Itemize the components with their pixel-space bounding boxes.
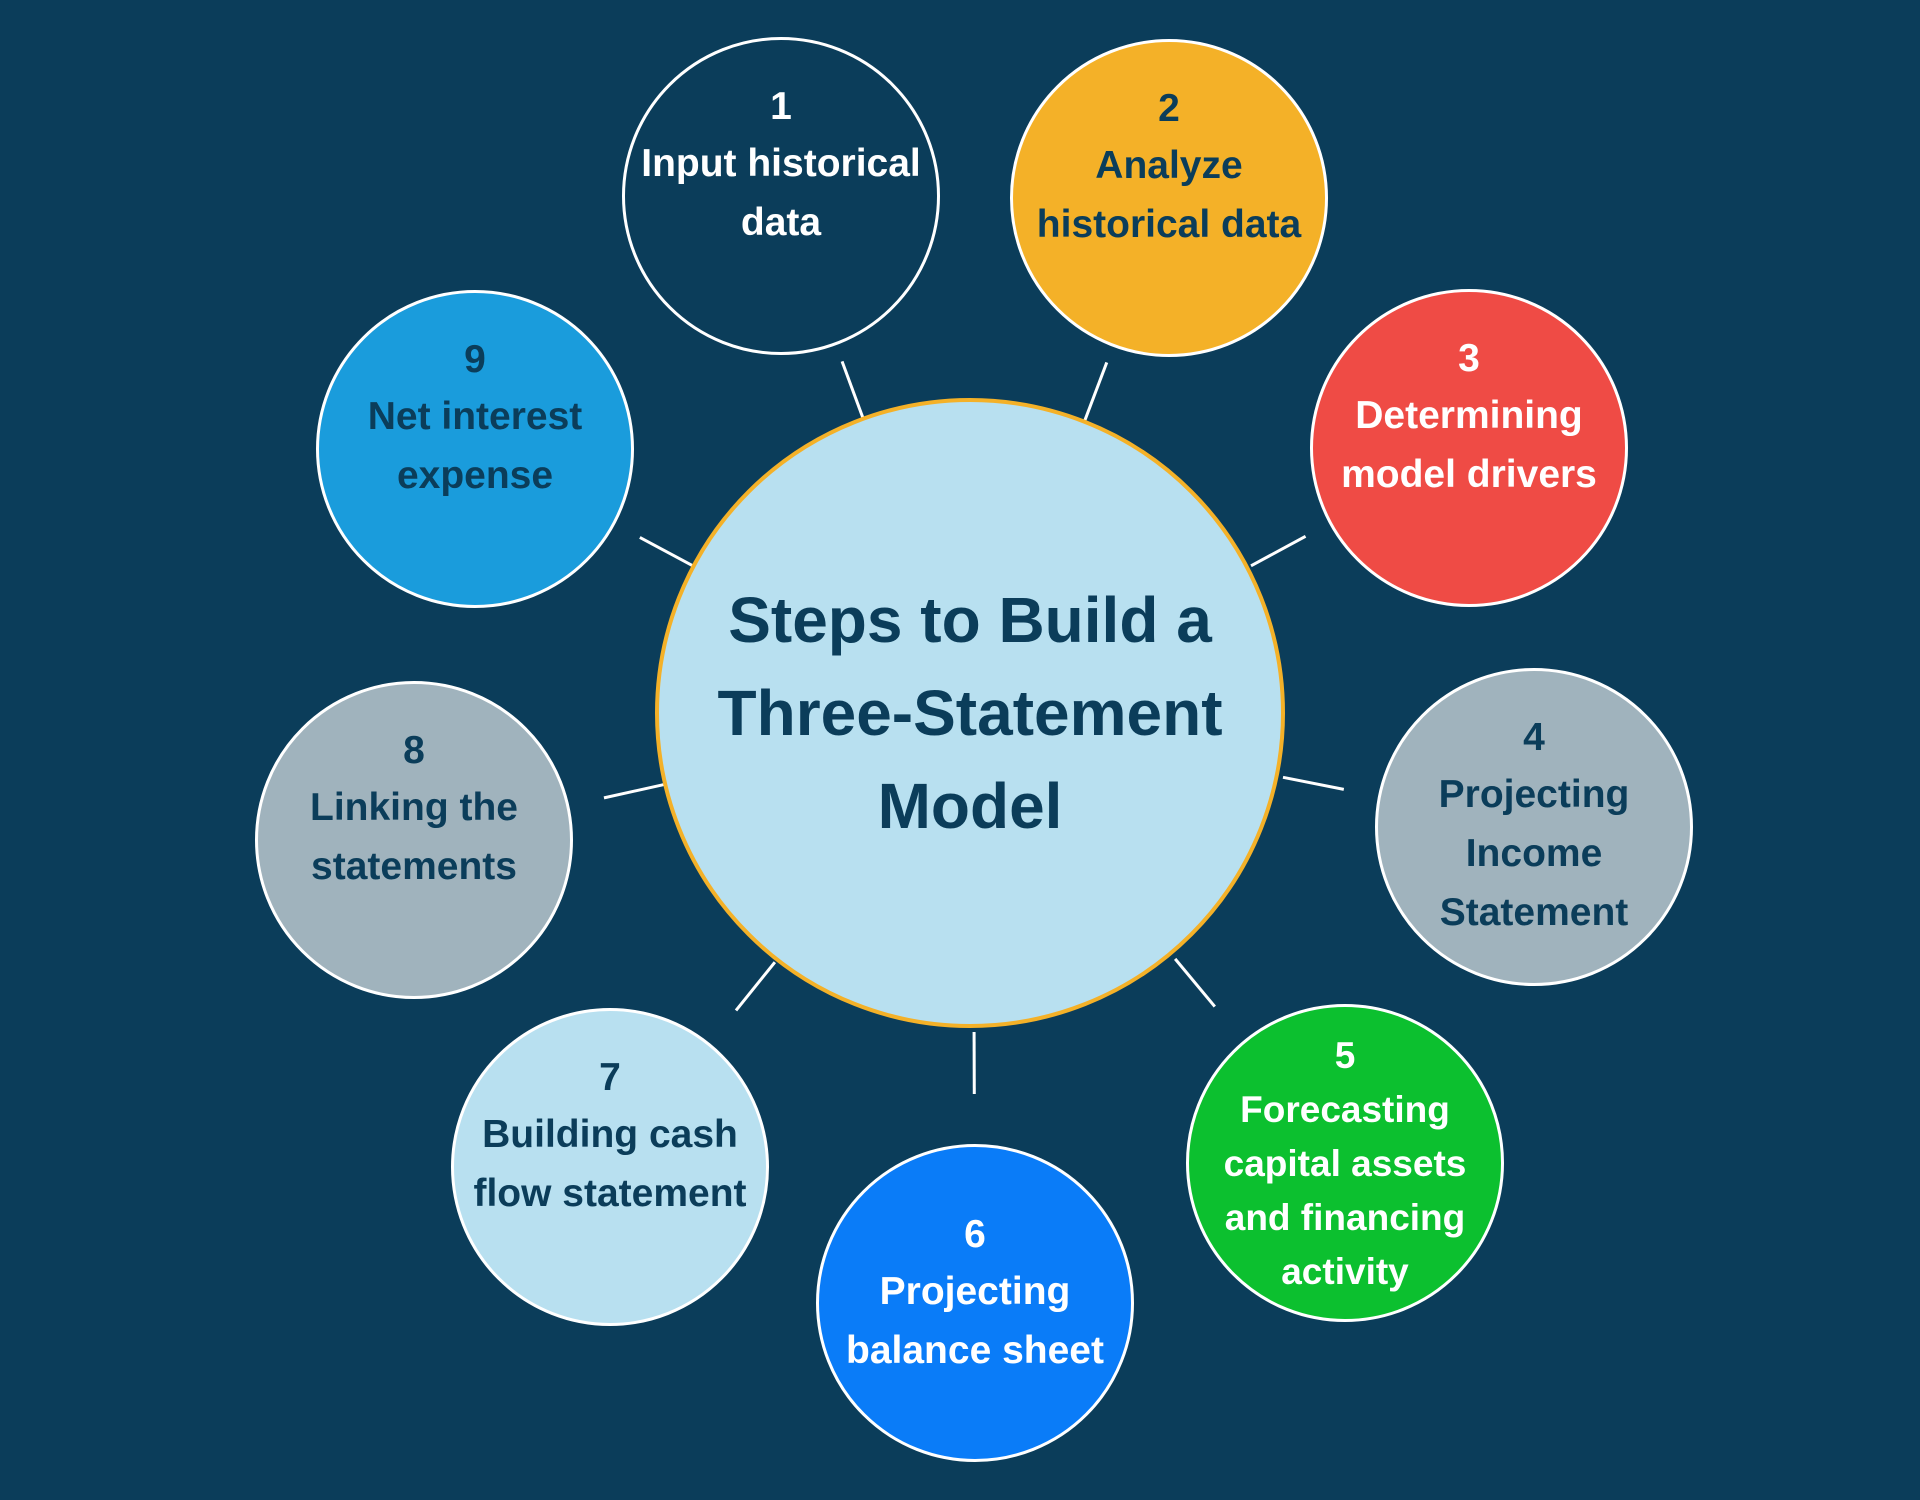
step-number: 6 (964, 1213, 986, 1256)
step-number: 2 (1158, 87, 1180, 130)
step-label: Projecting balance sheet (846, 1270, 1104, 1372)
connector-line (734, 961, 777, 1012)
step-number: 8 (403, 729, 425, 772)
diagram-title: Steps to Build a Three-Statement Model (717, 583, 1223, 842)
step-number: 4 (1523, 716, 1545, 759)
step-number: 1 (770, 85, 792, 128)
connector-line (639, 536, 696, 569)
step-number: 5 (1334, 1035, 1356, 1076)
step-label: Linking the statements (310, 786, 518, 888)
connector-line (1282, 775, 1345, 791)
step-label: Analyze historical data (1036, 144, 1302, 246)
connector-line (1173, 957, 1216, 1008)
step-number: 3 (1458, 337, 1480, 380)
connector-line (1250, 534, 1307, 568)
connector-line (840, 360, 865, 421)
step-label: Determining model drivers (1341, 394, 1597, 496)
step-label: Net interest expense (367, 395, 583, 497)
step-label: Projecting Income Statement (1438, 773, 1630, 934)
step-label: Forecasting capital assets and financing… (1223, 1089, 1467, 1292)
connector-line (603, 782, 665, 800)
step-label: Input historical data (641, 142, 921, 244)
step-number: 7 (599, 1056, 621, 1099)
step-number: 9 (464, 338, 486, 381)
center-hub: Steps to Build a Three-Statement Model (655, 398, 1285, 1028)
connector-line (1083, 361, 1109, 421)
step-label: Building cash flow statement (473, 1113, 747, 1215)
